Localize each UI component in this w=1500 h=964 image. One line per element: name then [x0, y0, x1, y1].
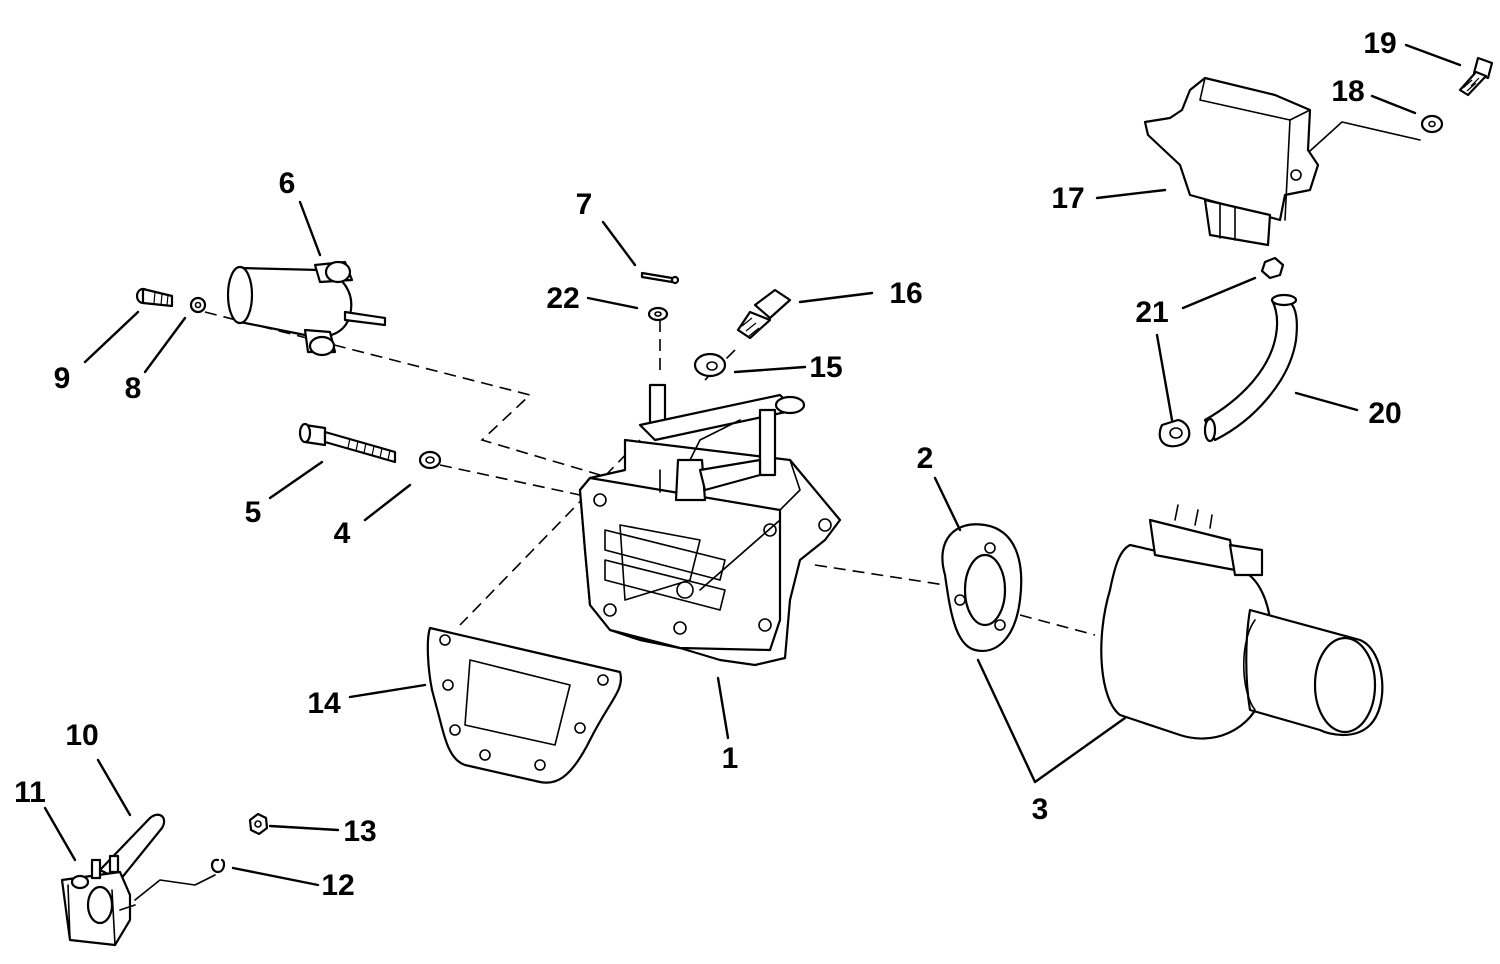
part-18-washer [1420, 114, 1444, 134]
callout-17: 17 [1051, 182, 1084, 215]
part-20-hose [1203, 293, 1298, 443]
callout-7: 7 [576, 188, 593, 221]
part-16-bolt [736, 288, 792, 340]
part-14-gasket [426, 626, 623, 784]
callout-21: 21 [1135, 296, 1168, 329]
callout-12: 12 [321, 869, 354, 902]
callout-2: 2 [917, 442, 934, 475]
part-5-bolt [298, 422, 397, 464]
callout-20: 20 [1368, 397, 1401, 430]
callout-6: 6 [279, 167, 296, 200]
assembly-lines [134, 121, 1421, 901]
callout-5: 5 [245, 496, 262, 529]
callout-9: 9 [54, 362, 71, 395]
part-12-clip [210, 858, 226, 874]
leader-lines [43, 43, 1462, 887]
part-4-washer [418, 450, 442, 470]
callout-8: 8 [125, 372, 142, 405]
part-3-solenoid [1100, 504, 1384, 740]
part-9-screw [135, 287, 174, 308]
callout-3: 3 [1032, 793, 1049, 826]
part-22-washer [647, 306, 669, 322]
callout-15: 15 [809, 351, 842, 384]
part-19-screw [1458, 56, 1494, 97]
part-17-module [1143, 76, 1320, 247]
part-21-clamp [1158, 256, 1285, 448]
callout-18: 18 [1331, 75, 1364, 108]
callout-14: 14 [307, 687, 341, 720]
part-15-washer [693, 352, 727, 378]
part-1-housing [578, 383, 842, 667]
part-2-gasket [941, 523, 1023, 652]
callout-labels: 1 2 3 4 5 6 7 8 9 10 11 12 13 14 15 16 1… [14, 27, 1402, 902]
part-7-pin [640, 271, 680, 285]
callout-1: 1 [722, 742, 739, 775]
part-6-actuator [226, 260, 387, 357]
callout-4: 4 [334, 517, 351, 550]
callout-11: 11 [14, 776, 46, 809]
callout-13: 13 [343, 815, 376, 848]
callout-22: 22 [546, 282, 579, 315]
part-13-nut [248, 812, 269, 836]
part-8-washer [189, 296, 207, 314]
part-11-bracket [60, 854, 136, 947]
callout-19: 19 [1363, 27, 1396, 60]
callout-10: 10 [65, 719, 98, 752]
callout-16: 16 [889, 277, 922, 310]
